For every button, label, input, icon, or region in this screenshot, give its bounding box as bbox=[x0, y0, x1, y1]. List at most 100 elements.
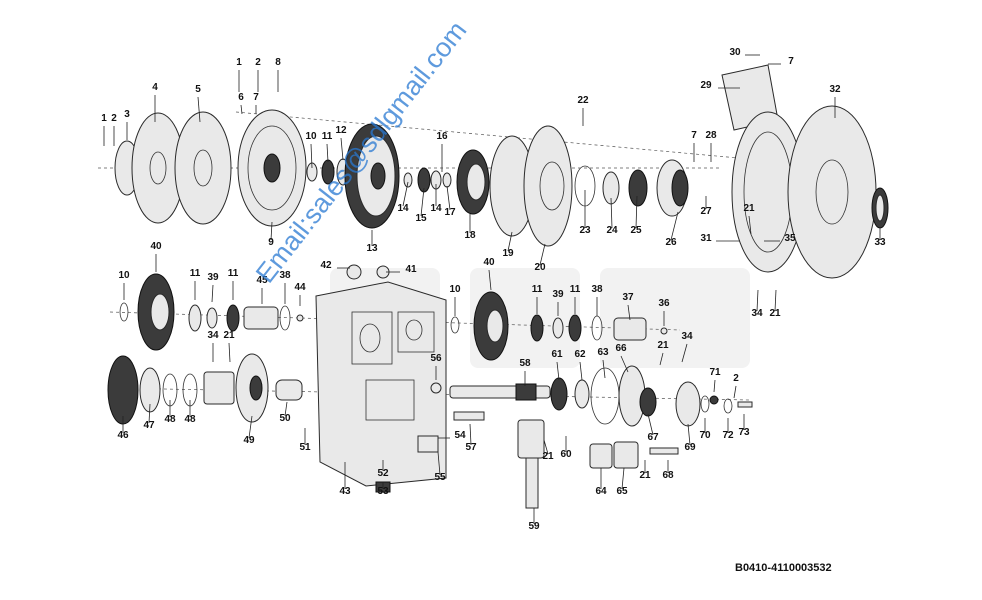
callout-number: 19 bbox=[502, 248, 514, 259]
callout-number: 63 bbox=[597, 347, 609, 358]
leader-line bbox=[240, 104, 243, 115]
leader-line bbox=[713, 379, 716, 393]
callout-number: 73 bbox=[738, 427, 750, 438]
leader-line bbox=[270, 221, 273, 241]
callout-number: 44 bbox=[294, 282, 306, 293]
leader-line bbox=[748, 215, 752, 235]
leader-line bbox=[488, 269, 492, 291]
callout-number: 11 bbox=[228, 268, 239, 279]
callout-number: 26 bbox=[665, 237, 677, 248]
lower-left-gear-group bbox=[107, 353, 303, 425]
callout-number: 12 bbox=[335, 125, 347, 136]
callout-number: 28 bbox=[705, 130, 717, 141]
callout-number: 50 bbox=[279, 413, 291, 424]
callout-number: 52 bbox=[377, 468, 389, 479]
callout-number: 38 bbox=[591, 284, 603, 295]
callout-number: 1 bbox=[236, 57, 242, 68]
leader-line bbox=[620, 355, 629, 373]
bearing-stack bbox=[403, 167, 452, 193]
callout-number: 2 bbox=[733, 373, 739, 384]
callout-number: 65 bbox=[616, 486, 628, 497]
callout-number: 39 bbox=[552, 289, 564, 300]
leader-line bbox=[284, 401, 288, 417]
callout-number: 69 bbox=[684, 442, 696, 453]
callout-number: 21 bbox=[223, 330, 235, 341]
callout-number: 21 bbox=[639, 470, 651, 481]
leader-line bbox=[756, 289, 759, 312]
callout-number: 47 bbox=[143, 420, 155, 431]
callout-number: 55 bbox=[434, 472, 446, 483]
leader-line bbox=[469, 423, 472, 446]
callout-number: 36 bbox=[658, 298, 670, 309]
callout-number: 23 bbox=[579, 225, 591, 236]
callout-number: 2 bbox=[255, 57, 261, 68]
leader-line bbox=[402, 181, 409, 207]
leader-line bbox=[197, 96, 201, 123]
callout-number: 11 bbox=[570, 284, 581, 295]
callout-number: 1 bbox=[101, 113, 107, 124]
leader-line bbox=[340, 137, 344, 161]
callout-number: 4 bbox=[152, 82, 158, 93]
callout-number: 21 bbox=[743, 203, 755, 214]
leader-lines bbox=[103, 54, 881, 524]
leader-line bbox=[507, 231, 513, 252]
callout-number: 40 bbox=[150, 241, 162, 252]
callout-number: 43 bbox=[339, 486, 351, 497]
leader-line bbox=[248, 415, 253, 439]
callout-number: 21 bbox=[769, 308, 781, 319]
callout-number: 31 bbox=[700, 233, 712, 244]
callout-number: 34 bbox=[751, 308, 763, 319]
callout-number: 3 bbox=[124, 109, 130, 120]
callout-number: 22 bbox=[577, 95, 589, 106]
callout-number: 58 bbox=[519, 358, 531, 369]
stator bbox=[456, 149, 490, 215]
output-shaft-group bbox=[430, 365, 753, 427]
callout-number: 51 bbox=[299, 442, 311, 453]
leader-line bbox=[681, 343, 688, 363]
leader-line bbox=[326, 143, 329, 163]
callout-number: 14 bbox=[430, 203, 442, 214]
callout-number: 64 bbox=[595, 486, 607, 497]
leader-line bbox=[446, 185, 451, 211]
callout-number: 48 bbox=[164, 414, 176, 425]
callout-number: 67 bbox=[647, 432, 659, 443]
callout-number: 45 bbox=[256, 275, 268, 286]
callout-number: 21 bbox=[657, 340, 669, 351]
callout-number: 68 bbox=[662, 470, 674, 481]
callout-number: 10 bbox=[449, 284, 461, 295]
callout-number: 34 bbox=[681, 331, 693, 342]
callout-number: 29 bbox=[700, 80, 712, 91]
leader-line bbox=[148, 403, 151, 424]
left-gear-train bbox=[119, 273, 304, 351]
callout-number: 35 bbox=[784, 233, 796, 244]
callout-number: 7 bbox=[253, 92, 259, 103]
gearbox-housing bbox=[315, 264, 447, 493]
leader-line bbox=[539, 243, 546, 266]
callout-number: 27 bbox=[700, 206, 712, 217]
ring-set-upper bbox=[574, 159, 689, 217]
torque-converter bbox=[344, 123, 400, 229]
leader-line bbox=[420, 187, 425, 217]
leader-line bbox=[610, 197, 613, 229]
leader-line bbox=[659, 352, 664, 366]
callout-number: 8 bbox=[275, 57, 281, 68]
callout-number: 7 bbox=[691, 130, 697, 141]
callout-number: 6 bbox=[238, 92, 244, 103]
callout-number: 71 bbox=[709, 367, 721, 378]
leader-line bbox=[602, 359, 606, 379]
callout-number: 34 bbox=[207, 330, 219, 341]
bell-housing bbox=[721, 64, 889, 279]
callout-number: 40 bbox=[483, 257, 495, 268]
leader-line bbox=[774, 289, 777, 312]
callout-number: 16 bbox=[436, 131, 448, 142]
callout-number: 37 bbox=[622, 292, 634, 303]
leader-line bbox=[627, 304, 631, 321]
callout-number: 13 bbox=[366, 243, 378, 254]
callout-number: 54 bbox=[454, 430, 466, 441]
leader-line bbox=[437, 451, 441, 476]
leader-line bbox=[579, 361, 583, 381]
bracket-parts bbox=[417, 411, 679, 509]
callout-number: 11 bbox=[532, 284, 543, 295]
